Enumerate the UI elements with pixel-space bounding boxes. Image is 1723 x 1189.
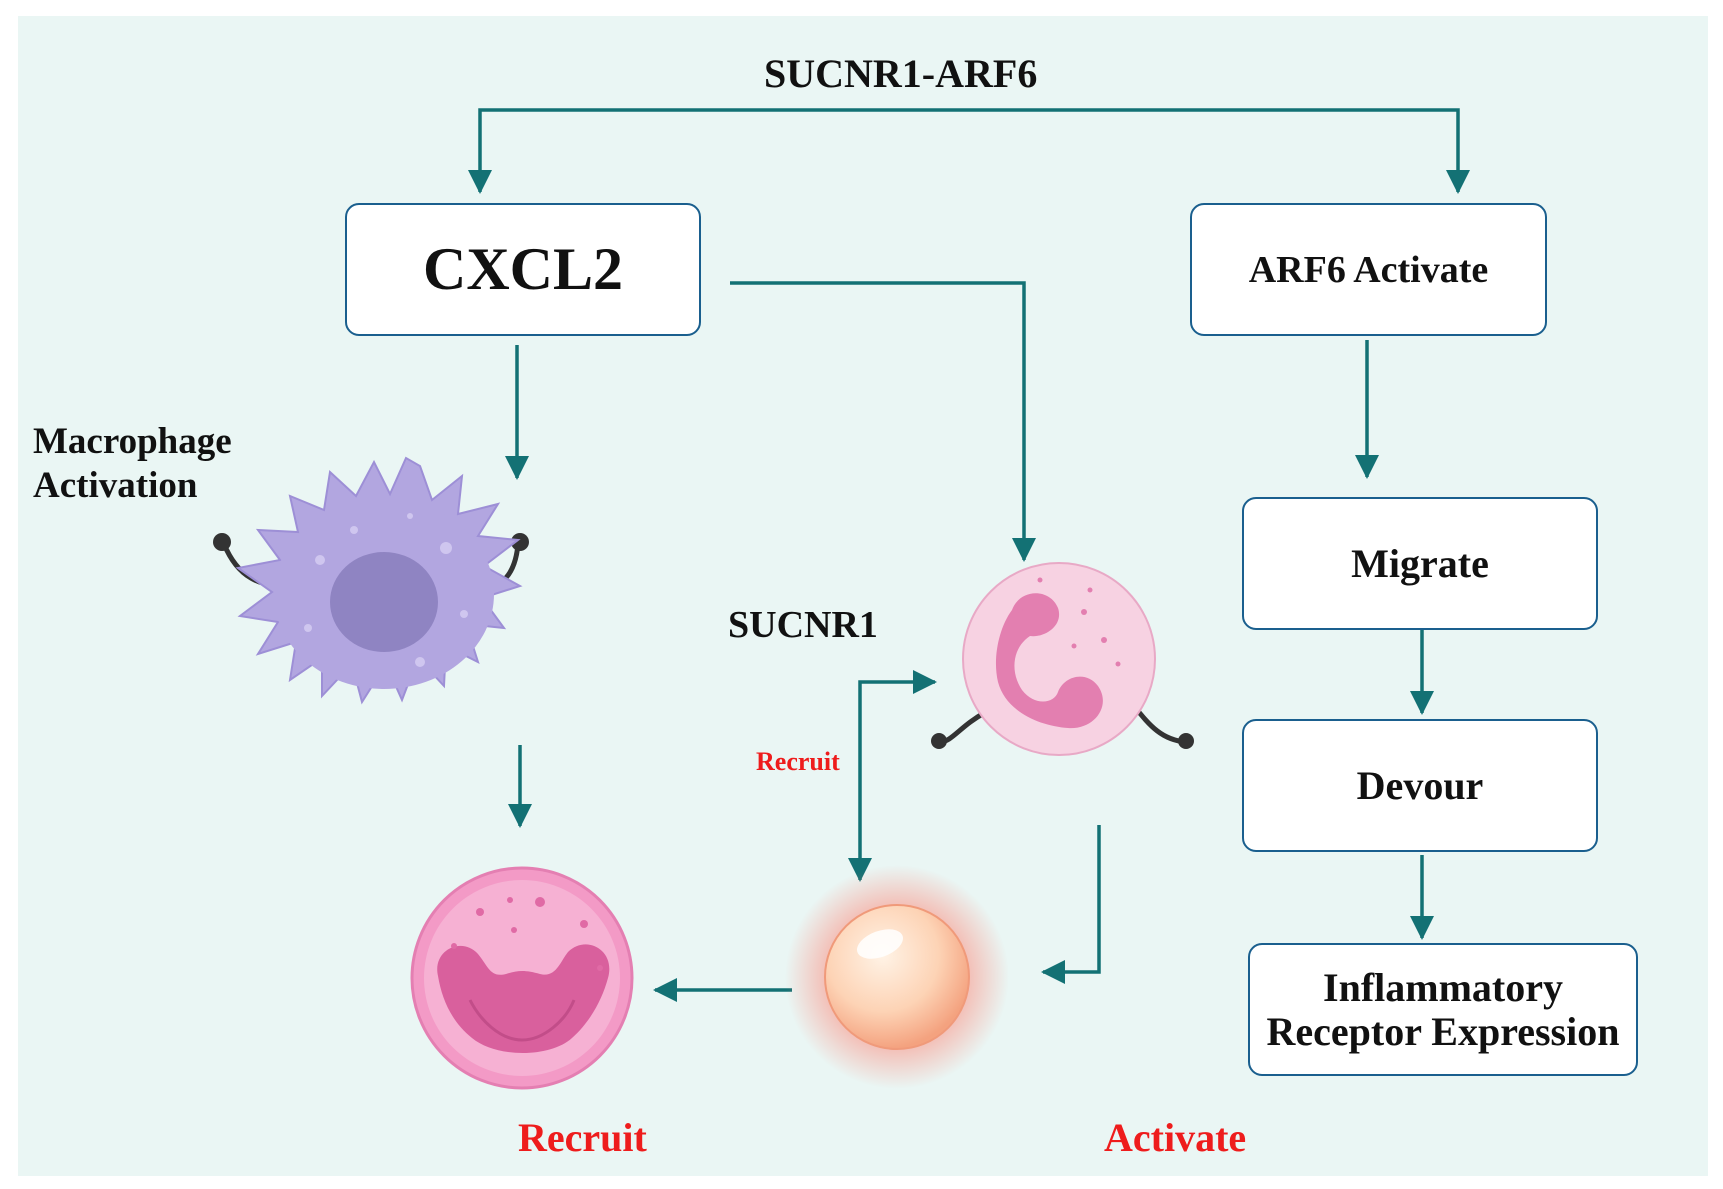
activate-label: Activate <box>1104 1115 1247 1160</box>
top-branch-arrows <box>468 108 1470 194</box>
macrophage-label-line1: Macrophage <box>33 421 232 462</box>
macrophage-activation-label: Macrophage Activation <box>33 420 232 508</box>
activated-sphere-illustration <box>785 865 1009 1089</box>
migrate-box: Migrate <box>1242 497 1598 630</box>
neutrophil-illustration <box>931 562 1194 756</box>
macrophage-illustration <box>213 456 529 705</box>
devour-label: Devour <box>1356 763 1484 808</box>
devour-box: Devour <box>1242 719 1598 852</box>
cxcl2-label: CXCL2 <box>422 236 623 302</box>
recruit-label: Recruit <box>518 1115 647 1160</box>
macrophage-label-line2: Activation <box>33 465 198 506</box>
inflammatory-label-line1: Inflammatory <box>1323 964 1563 1010</box>
arrow-neutrophil-to-sphere <box>1041 825 1101 984</box>
diagram-title: SUCNR1-ARF6 <box>764 51 1038 96</box>
recruited-neutrophil-illustration <box>410 866 634 1090</box>
inflammatory-label-line2: Receptor Expression <box>1266 1008 1620 1054</box>
recruit-small-label: Recruit <box>756 747 840 776</box>
cxcl2-box: CXCL2 <box>345 203 701 336</box>
arrow-cxcl2-to-neutrophil <box>730 281 1036 562</box>
arf6-activate-box: ARF6 Activate <box>1190 203 1547 336</box>
migrate-label: Migrate <box>1351 541 1489 586</box>
arrow-sucnr1-recruit <box>848 670 937 882</box>
inflammatory-receptor-box: Inflammatory Receptor Expression <box>1248 943 1638 1076</box>
sucnr1-label: SUCNR1 <box>728 604 878 646</box>
arf6-activate-label: ARF6 Activate <box>1248 248 1489 291</box>
